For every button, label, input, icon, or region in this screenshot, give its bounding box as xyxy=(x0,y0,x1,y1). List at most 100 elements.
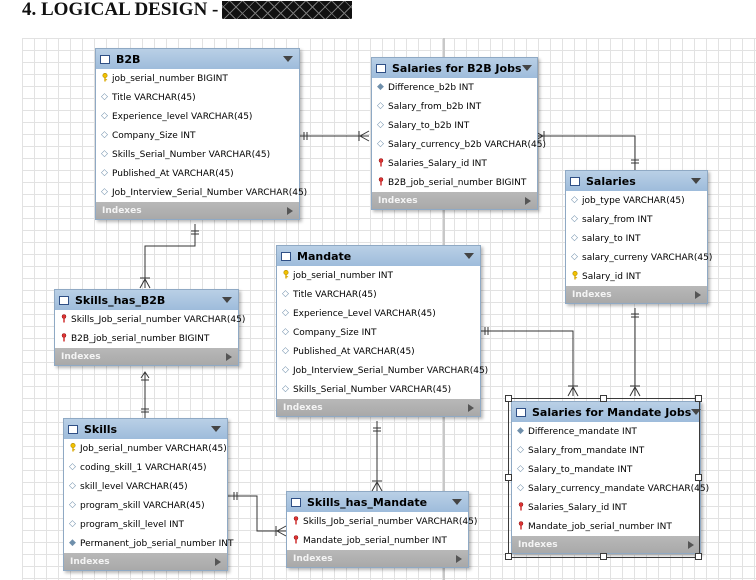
table-name: Skills_has_B2B xyxy=(75,293,166,307)
column-row[interactable]: ◇job_type VARCHAR(45) xyxy=(566,191,707,210)
indexes-section[interactable]: Indexes xyxy=(566,286,707,303)
table-header[interactable]: B2B xyxy=(96,49,299,69)
column-row[interactable]: ◇Experience_Level VARCHAR(45) xyxy=(277,304,480,323)
resize-handle[interactable] xyxy=(505,395,512,402)
expand-arrow-icon[interactable] xyxy=(688,540,694,549)
attribute-filled-icon: ◆ xyxy=(377,82,384,92)
column-row[interactable]: ◇Company_Size INT xyxy=(96,126,299,145)
resize-handle[interactable] xyxy=(695,395,702,402)
attribute-icon: ◇ xyxy=(282,308,289,318)
indexes-section[interactable]: Indexes xyxy=(55,348,238,365)
column-list: ◆Difference_b2b INT◇Salary_from_b2b INT◇… xyxy=(372,78,546,192)
table-icon xyxy=(100,54,110,64)
column-row[interactable]: ◇Job_Interview_Serial_Number VARCHAR(45) xyxy=(96,183,307,202)
expand-arrow-icon[interactable] xyxy=(226,352,232,361)
resize-handle[interactable] xyxy=(695,553,702,560)
collapse-arrow-icon[interactable] xyxy=(283,56,293,62)
column-row[interactable]: ◇program_skill_level INT xyxy=(64,515,227,534)
table-skills[interactable]: Skills Job_serial_number VARCHAR(45)◇cod… xyxy=(63,418,233,571)
column-row[interactable]: Mandate_job_serial_number INT xyxy=(287,531,468,550)
table-icon xyxy=(376,63,386,73)
expand-arrow-icon[interactable] xyxy=(468,403,474,412)
collapse-arrow-icon[interactable] xyxy=(691,409,702,415)
column-row[interactable]: Job_serial_number VARCHAR(45) xyxy=(64,439,227,458)
table-header[interactable]: Salaries xyxy=(566,171,707,191)
column-row[interactable]: ◇Title VARCHAR(45) xyxy=(96,88,299,107)
column-row[interactable]: ◇Skills_Serial_Number VARCHAR(45) xyxy=(96,145,299,164)
indexes-section[interactable]: Indexes xyxy=(277,399,480,416)
column-row[interactable]: ◆Difference_mandate INT xyxy=(512,422,700,441)
table-salaries[interactable]: Salaries ◇job_type VARCHAR(45)◇salary_fr… xyxy=(565,170,712,304)
column-row[interactable]: ◆Difference_b2b INT xyxy=(372,78,537,97)
table-b2b[interactable]: B2B job_serial_number BIGINT◇Title VARCH… xyxy=(95,48,307,220)
table-header[interactable]: Salaries for B2B Jobs xyxy=(372,58,537,78)
table-header[interactable]: Salaries for Mandate Jobs xyxy=(512,402,702,422)
column-row[interactable]: Skills_Job_serial_number VARCHAR(45) xyxy=(55,310,245,329)
expand-arrow-icon[interactable] xyxy=(525,196,531,205)
column-row[interactable]: Skills_Job_serial_number VARCHAR(45) xyxy=(287,512,477,531)
table-salaries-for-mandate-jobs[interactable]: Salaries for Mandate Jobs ◆Difference_ma… xyxy=(511,401,709,554)
column-row[interactable]: ◇Experience_level VARCHAR(45) xyxy=(96,107,299,126)
column-row[interactable]: ◆Permanent_job_serial_number INT xyxy=(64,534,233,553)
table-header[interactable]: Mandate xyxy=(277,246,480,266)
column-row[interactable]: ◇Salary_currency_mandate VARCHAR(45) xyxy=(512,479,709,498)
resize-handle[interactable] xyxy=(695,474,702,481)
table-name: Skills xyxy=(84,422,118,436)
column-row[interactable]: ◇Salary_to_b2b INT xyxy=(372,116,537,135)
indexes-section[interactable]: Indexes xyxy=(372,192,537,209)
expand-arrow-icon[interactable] xyxy=(287,206,293,215)
column-label: Published_At VARCHAR(45) xyxy=(112,168,234,179)
column-row[interactable]: ◇Published_At VARCHAR(45) xyxy=(277,342,480,361)
indexes-section[interactable]: Indexes xyxy=(96,202,299,219)
collapse-arrow-icon[interactable] xyxy=(222,297,232,303)
table-skills-has-b2b[interactable]: Skills_has_B2B Skills_Job_serial_number … xyxy=(54,289,245,366)
column-row[interactable]: B2B_job_serial_number BIGINT xyxy=(55,329,238,348)
collapse-arrow-icon[interactable] xyxy=(452,499,462,505)
collapse-arrow-icon[interactable] xyxy=(691,178,701,184)
column-row[interactable]: ◇salary_from INT xyxy=(566,210,707,229)
column-row[interactable]: ◇Company_Size INT xyxy=(277,323,480,342)
attribute-icon: ◇ xyxy=(571,214,578,224)
table-salaries-for-b2b-jobs[interactable]: Salaries for B2B Jobs ◆Difference_b2b IN… xyxy=(371,57,546,210)
resize-handle[interactable] xyxy=(505,553,512,560)
collapse-arrow-icon[interactable] xyxy=(211,426,221,432)
table-header[interactable]: Skills_has_B2B xyxy=(55,290,238,310)
table-header[interactable]: Skills_has_Mandate xyxy=(287,492,468,512)
column-row[interactable]: ◇program_skill VARCHAR(45) xyxy=(64,496,227,515)
column-row[interactable]: ◇salary_to INT xyxy=(566,229,707,248)
column-row[interactable]: Salaries_Salary_id INT xyxy=(512,498,700,517)
table-header[interactable]: Skills xyxy=(64,419,227,439)
column-row[interactable]: Mandate_job_serial_number INT xyxy=(512,517,700,536)
indexes-section[interactable]: Indexes xyxy=(512,536,700,553)
column-row[interactable]: Salary_id INT xyxy=(566,267,707,286)
table-icon xyxy=(68,424,78,434)
indexes-section[interactable]: Indexes xyxy=(64,553,227,570)
column-row[interactable]: ◇Salary_from_mandate INT xyxy=(512,441,700,460)
column-row[interactable]: job_serial_number BIGINT xyxy=(96,69,299,88)
column-row[interactable]: job_serial_number INT xyxy=(277,266,480,285)
column-row[interactable]: ◇Salary_from_b2b INT xyxy=(372,97,537,116)
expand-arrow-icon[interactable] xyxy=(215,557,221,566)
expand-arrow-icon[interactable] xyxy=(695,290,701,299)
column-row[interactable]: ◇Skills_Serial_Number VARCHAR(45) xyxy=(277,380,480,399)
resize-handle[interactable] xyxy=(600,395,607,402)
column-row[interactable]: ◇salary_curreny VARCHAR(45) xyxy=(566,248,712,267)
column-row[interactable]: Salaries_Salary_id INT xyxy=(372,154,537,173)
column-row[interactable]: ◇Published_At VARCHAR(45) xyxy=(96,164,299,183)
column-row[interactable]: ◇skill_level VARCHAR(45) xyxy=(64,477,227,496)
attribute-icon: ◇ xyxy=(571,195,578,205)
column-row[interactable]: ◇Salary_currency_b2b VARCHAR(45) xyxy=(372,135,546,154)
collapse-arrow-icon[interactable] xyxy=(464,253,474,259)
indexes-section[interactable]: Indexes xyxy=(287,550,468,567)
table-skills-has-mandate[interactable]: Skills_has_Mandate Skills_Job_serial_num… xyxy=(286,491,477,568)
column-row[interactable]: ◇Job_Interview_Serial_Number VARCHAR(45) xyxy=(277,361,488,380)
resize-handle[interactable] xyxy=(505,474,512,481)
collapse-arrow-icon[interactable] xyxy=(521,65,532,71)
column-row[interactable]: ◇coding_skill_1 VARCHAR(45) xyxy=(64,458,227,477)
column-row[interactable]: ◇Salary_to_mandate INT xyxy=(512,460,700,479)
column-row[interactable]: B2B_job_serial_number BIGINT xyxy=(372,173,537,192)
expand-arrow-icon[interactable] xyxy=(456,554,462,563)
resize-handle[interactable] xyxy=(600,553,607,560)
table-mandate[interactable]: Mandate job_serial_number INT◇Title VARC… xyxy=(276,245,488,417)
column-row[interactable]: ◇Title VARCHAR(45) xyxy=(277,285,480,304)
